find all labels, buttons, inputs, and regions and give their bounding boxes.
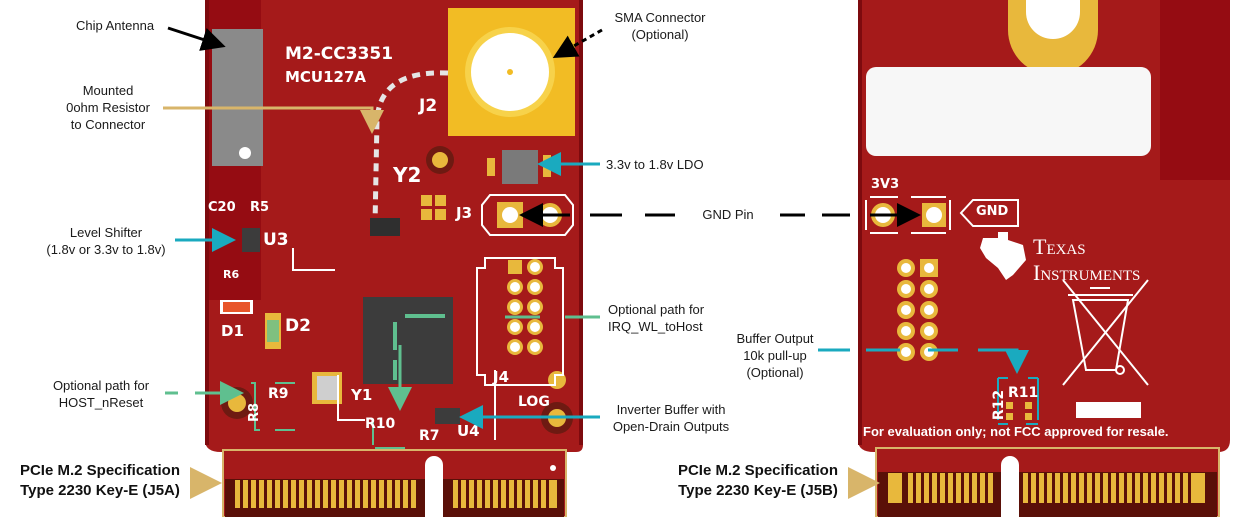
refdes-r5: R5: [250, 200, 270, 215]
ti-logo-text-2: Instruments: [1033, 260, 1141, 285]
refdes-r10: R10: [365, 416, 396, 432]
callout-ldo: 3.3v to 1.8v LDO: [606, 156, 704, 173]
refdes-y1: Y1: [351, 386, 373, 404]
callout-host-nreset: Optional path for HOST_nReset: [45, 377, 157, 411]
refdes-j2: J2: [419, 96, 438, 116]
chip-antenna: [212, 29, 263, 166]
main-chip: [363, 297, 453, 384]
refdes-log: LOG: [518, 394, 550, 410]
label-area: [866, 67, 1151, 156]
callout-line: Type 2230 Key-E (J5B): [678, 482, 838, 499]
callout-line: IRQ_WL_toHost: [608, 319, 703, 334]
callout-line: (Optional): [631, 27, 689, 42]
ti-logo-icon: [980, 232, 1026, 280]
refdes-j4: J4: [493, 368, 510, 386]
callout-line: Mounted: [82, 83, 134, 98]
board-id: MCU127A: [285, 68, 367, 86]
weee-bin-icon: [1062, 279, 1149, 386]
refdes-y2: Y2: [393, 163, 422, 187]
callout-line: HOST_nReset: [58, 395, 144, 410]
edge-pins-back: [888, 473, 1205, 503]
back-board: 3V3 GND Texas Instruments R11 R12 For ev…: [858, 0, 1238, 517]
callout-ldo-text: 3.3v to 1.8v LDO: [606, 157, 704, 172]
refdes-r12: R12: [991, 389, 1008, 421]
callout-line: 0ohm Resistor: [66, 100, 150, 115]
refdes-u3: U3: [263, 230, 289, 250]
callout-line: PCIe M.2 Specification: [19, 462, 181, 479]
refdes-r8: R8: [247, 402, 263, 423]
refdes-r9: R9: [268, 386, 289, 402]
callout-line: Inverter Buffer with: [616, 402, 726, 417]
refdes-r6: R6: [223, 268, 240, 281]
back-board-art: [858, 0, 1230, 517]
inverter-chip: [435, 408, 460, 424]
callout-gnd-pin-text: GND Pin: [702, 207, 754, 222]
callout-line: Open-Drain Outputs: [612, 419, 730, 434]
callout-pcie-front: PCIe M.2 Specification Type 2230 Key-E (…: [8, 461, 192, 501]
callout-line: (Optional): [746, 365, 804, 380]
refdes-d1: D1: [221, 322, 244, 340]
refdes-c20: C20: [208, 200, 236, 215]
disclaimer: For evaluation only; not FCC approved fo…: [863, 424, 1169, 439]
level-shifter-chip: [242, 228, 260, 252]
callout-irq: Optional path for IRQ_WL_toHost: [608, 301, 704, 335]
callout-line: PCIe M.2 Specification: [677, 462, 839, 479]
callout-line: 10k pull-up: [743, 348, 807, 363]
callout-level-shifter: Level Shifter (1.8v or 3.3v to 1.8v): [38, 224, 174, 258]
callout-gnd-pin: GND Pin: [688, 206, 768, 223]
ldo-chip: [502, 150, 538, 184]
ti-logo-text-1: Texas: [1033, 234, 1086, 259]
callout-pcie-back: PCIe M.2 Specification Type 2230 Key-E (…: [666, 461, 850, 501]
front-board-art: [205, 0, 583, 517]
callout-inverter: Inverter Buffer with Open-Drain Outputs: [603, 401, 739, 435]
callout-line: Level Shifter: [69, 225, 143, 240]
label-3v3: 3V3: [871, 177, 900, 192]
callout-sma-connector: SMA Connector (Optional): [605, 9, 715, 43]
callout-line: (1.8v or 3.3v to 1.8v): [46, 242, 166, 257]
refdes-r7: R7: [419, 428, 440, 444]
callout-chip-antenna: Chip Antenna: [76, 17, 154, 34]
callout-line: Optional path for: [52, 378, 150, 393]
edge-pins-front: [235, 480, 557, 508]
callout-line: Buffer Output: [736, 331, 814, 346]
refdes-d2: D2: [285, 316, 311, 336]
callout-mounted-resistor: Mounted 0ohm Resistor to Connector: [58, 82, 158, 133]
callout-chip-antenna-text: Chip Antenna: [76, 18, 155, 33]
callout-line: Optional path for: [608, 302, 705, 317]
label-gnd: GND: [976, 204, 1009, 219]
refdes-r11: R11: [1008, 385, 1039, 401]
front-board: M2-CC3351 MCU127A J2 Y2 J3 C20 R5 U3 R6 …: [205, 0, 583, 517]
callout-line: SMA Connector: [614, 10, 706, 25]
refdes-u4: U4: [457, 422, 480, 440]
callout-buffer-output: Buffer Output 10k pull-up (Optional): [730, 330, 820, 381]
board-name: M2-CC3351: [285, 44, 394, 64]
callout-line: to Connector: [70, 117, 146, 132]
refdes-j3: J3: [456, 204, 473, 222]
callout-line: Type 2230 Key-E (J5A): [20, 482, 180, 499]
